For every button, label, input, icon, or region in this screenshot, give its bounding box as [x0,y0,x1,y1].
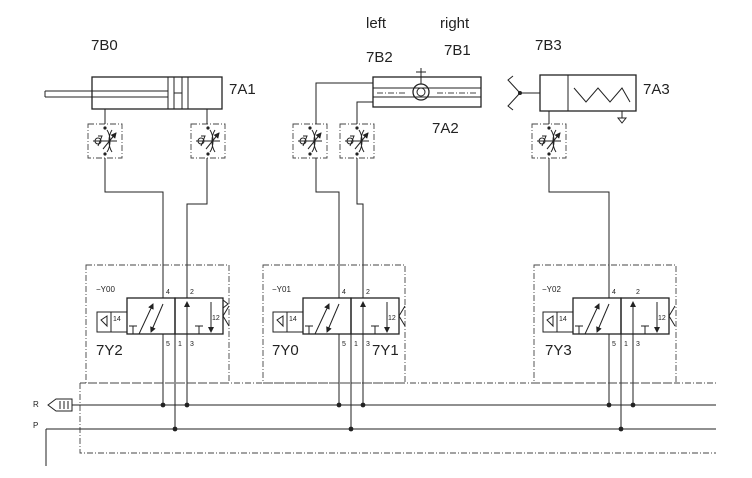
flow-control-valve-4[interactable] [340,124,374,158]
flow-control-valve-1[interactable] [88,124,122,158]
port-12: 12 [212,315,220,322]
sensor-label-7b1: 7B1 [444,42,471,59]
port-3: 3 [366,341,370,348]
valve-tag-y01: −Y01 [272,285,291,294]
solenoid-label-7y2: 7Y2 [96,342,123,359]
port-5: 5 [166,341,170,348]
port-14: 14 [289,316,297,323]
port-14: 14 [113,316,121,323]
sensor-label-7b3: 7B3 [535,37,562,54]
port-2: 2 [636,289,640,296]
port-12: 12 [388,315,396,322]
sensor-label-7b2: 7B2 [366,49,393,66]
gripper-7a3 [507,74,637,124]
port-1: 1 [178,341,182,348]
port-1: 1 [354,341,358,348]
port-12: 12 [658,315,666,322]
flow-control-valve-2[interactable] [191,124,225,158]
rodless-drive-7a2 [372,68,482,108]
port-2: 2 [190,289,194,296]
supply-label-r: R [33,400,39,409]
port-4: 4 [612,289,616,296]
port-1: 1 [624,341,628,348]
solenoid-valve-y02[interactable] [542,298,676,334]
port-14: 14 [559,316,567,323]
valve-tag-y02: −Y02 [542,285,561,294]
port-2: 2 [366,289,370,296]
direction-left-label: left [366,15,387,32]
direction-right-label: right [440,15,470,32]
solenoid-label-7y3: 7Y3 [545,342,572,359]
solenoid-valve-y00[interactable] [96,298,230,334]
silencer-icon [47,398,73,412]
solenoid-label-7y0: 7Y0 [272,342,299,359]
port-5: 5 [342,341,346,348]
port-5: 5 [612,341,616,348]
flow-control-valve-5[interactable] [532,124,566,158]
port-4: 4 [342,289,346,296]
solenoid-label-7y1: 7Y1 [372,342,399,359]
port-3: 3 [190,341,194,348]
flow-control-valve-3[interactable] [293,124,327,158]
supply-label-p: P [33,421,38,430]
sensor-label-7b0: 7B0 [91,37,118,54]
port-4: 4 [166,289,170,296]
actuator-label-7a3: 7A3 [643,81,670,98]
solenoid-valve-y01[interactable] [272,298,406,334]
valve-tag-y00: −Y00 [96,285,115,294]
supply-frame [79,382,716,454]
cylinder-7a1 [44,76,223,110]
port-3: 3 [636,341,640,348]
actuator-label-7a2: 7A2 [432,120,459,137]
actuator-label-7a1: 7A1 [229,81,256,98]
